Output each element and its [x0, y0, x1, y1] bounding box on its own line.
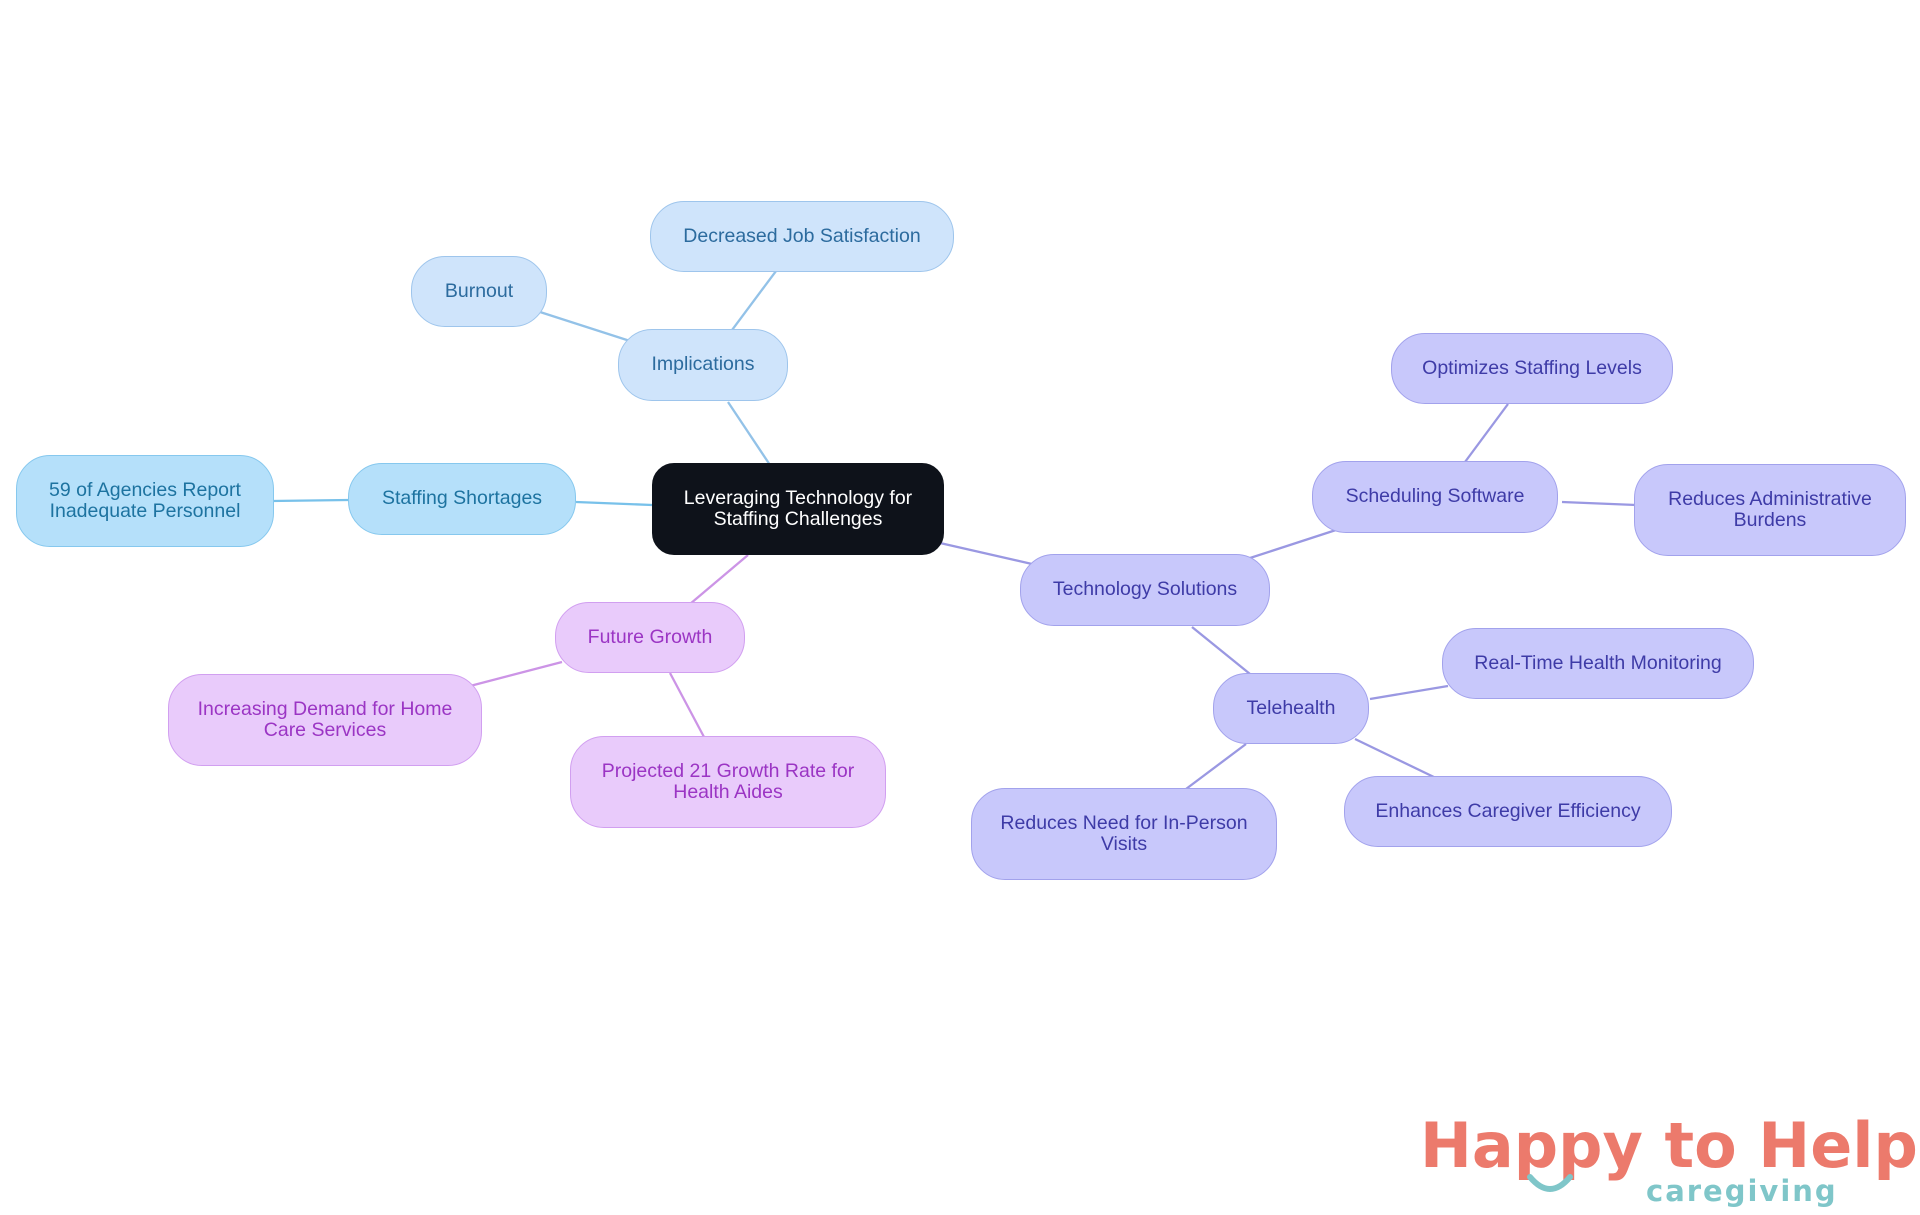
node-real-time-health-monitoring[interactable]: Real-Time Health Monitoring — [1442, 628, 1754, 699]
brand-logo: Happy to Help caregiving — [1420, 1105, 1918, 1208]
node-future-growth[interactable]: Future Growth — [555, 602, 745, 673]
edge-center-staffing — [575, 500, 653, 507]
svg-text:Happy to Help: Happy to Help — [1420, 1109, 1918, 1182]
node-staffing-shortages[interactable]: Staffing Shortages — [348, 463, 576, 535]
edge-tech-scheduling — [1249, 528, 1337, 560]
node-scheduling-software[interactable]: Scheduling Software — [1312, 461, 1558, 533]
edge-future-demand — [469, 660, 563, 688]
node-optimizes-staffing-levels[interactable]: Optimizes Staffing Levels — [1391, 333, 1673, 404]
node-home-care-demand[interactable]: Increasing Demand for Home Care Services — [168, 674, 482, 766]
node-implications[interactable]: Implications — [618, 329, 788, 401]
edge-scheduling-administrative — [1561, 500, 1637, 507]
node-enhances-caregiver-efficiency[interactable]: Enhances Caregiver Efficiency — [1344, 776, 1672, 847]
node-reduces-in-person-visits[interactable]: Reduces Need for In-Person Visits — [971, 788, 1277, 880]
node-decreased-job-satisfaction[interactable]: Decreased Job Satisfaction — [650, 201, 954, 272]
edge-center-future — [689, 554, 749, 605]
edge-telehealth-efficiency — [1354, 737, 1439, 781]
node-agencies-inadequate-personnel[interactable]: 59 of Agencies Report Inadequate Personn… — [16, 455, 274, 547]
node-projected-growth-rate[interactable]: Projected 21 Growth Rate for Health Aide… — [570, 736, 886, 828]
edge-telehealth-visits — [1185, 743, 1247, 790]
edge-implications-burnout — [539, 310, 631, 343]
node-telehealth[interactable]: Telehealth — [1213, 673, 1369, 744]
edge-telehealth-monitoring — [1369, 684, 1449, 701]
node-technology-solutions[interactable]: Technology Solutions — [1020, 554, 1270, 626]
edge-center-implications — [727, 401, 771, 466]
svg-text:caregiving: caregiving — [1646, 1174, 1838, 1208]
logo-mark: Happy to Help caregiving — [1420, 1109, 1918, 1208]
node-reduces-administrative-burdens[interactable]: Reduces Administrative Burdens — [1634, 464, 1906, 556]
edge-tech-telehealth — [1191, 626, 1251, 675]
edge-future-projected — [668, 672, 706, 738]
edge-implications-job-satisfaction — [731, 270, 777, 331]
edge-staffing-agencies — [271, 498, 349, 503]
edge-scheduling-optimizes — [1464, 403, 1509, 463]
edge-center-tech — [939, 541, 1033, 566]
center-topic[interactable]: Leveraging Technology for Staffing Chall… — [652, 463, 944, 555]
node-burnout[interactable]: Burnout — [411, 256, 547, 327]
